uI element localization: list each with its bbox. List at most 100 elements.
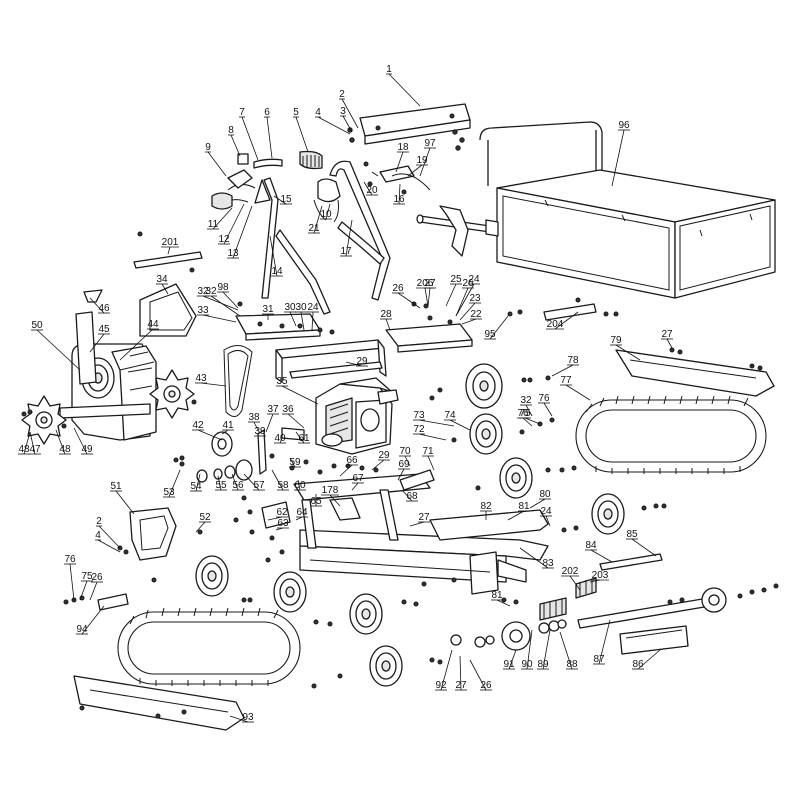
callout-number: 178 [322,485,339,496]
callout-leader [551,364,574,377]
callout-number: 52 [199,512,211,523]
callout-number: 39 [254,426,266,437]
callout-leader [221,429,229,435]
callout-leader [289,457,296,468]
callout-number: 87 [593,654,605,665]
callout-71: 71 [422,446,435,471]
callout-52: 52 [195,512,211,533]
callout-leader [598,619,611,665]
callout-90: 90 [521,629,533,670]
callout-number: 76 [538,393,550,404]
callout-number: 46 [98,303,110,314]
callout-number: 36 [282,404,294,415]
callout-leader [508,649,517,670]
callout-number: 94 [76,624,88,635]
callout-number: 30 [295,302,307,313]
callout-number: 12 [218,234,230,245]
callout-number: 83 [542,558,554,569]
callout-leader [222,291,239,309]
callout-number: 7 [239,107,245,118]
callout-number: 81 [518,501,530,512]
callout-number: 17 [340,246,352,257]
callout-number: 79 [610,335,622,346]
callout-9: 9 [205,142,227,177]
callout-37: 37 [265,404,279,433]
callout-leader [313,205,323,234]
callout-66: 66 [339,455,358,477]
callout-leader [229,715,249,723]
callout-1: 1 [386,64,421,107]
callout-number: 73 [413,410,425,421]
callout-number: 27 [424,278,436,289]
callout-number: 1 [386,64,392,75]
callout-leader [542,629,551,670]
callout-38: 38 [248,412,260,431]
callout-26: 26 [455,278,474,317]
gearbox-assembly [59,289,157,441]
callout-leader [524,417,541,425]
callout-57: 57 [243,473,265,491]
callout-17: 17 [340,219,353,257]
callout-leader [385,318,391,331]
callout-70: 70 [399,446,411,467]
callout-leader [489,315,509,340]
callout-leader [590,549,613,563]
callout-leader [529,498,546,509]
main-chassis [293,469,549,595]
callout-number: 90 [521,659,533,670]
callout-number: 24 [540,506,552,517]
callout-72: 72 [413,424,447,441]
v-belt [223,345,253,417]
callout-number: 66 [346,455,358,466]
callout-leader [427,455,435,471]
callout-number: 10 [320,209,332,220]
callout-leader [424,287,429,307]
callout-95: 95 [484,315,509,340]
callout-46: 46 [89,297,110,314]
callout-number: 55 [215,480,227,491]
axle-with-bracket [416,205,499,257]
callout-leader [351,482,359,491]
callout-number: 38 [248,412,260,423]
callout-leader [210,295,241,317]
callout-leader [223,203,245,245]
callout-62: 62 [267,507,288,521]
callout-84: 84 [585,540,613,563]
callout-leader [168,469,181,498]
callout-leader [243,473,260,491]
callout-leader [197,429,223,441]
callout-26: 26 [392,283,421,309]
callout-leader [526,629,533,670]
callout-number: 26 [91,572,103,583]
callout-32: 32 [205,286,241,317]
callout-27: 27 [455,655,467,691]
callout-leader [73,427,88,455]
callout-88: 88 [559,631,578,670]
callout-16: 16 [393,183,405,205]
callout-number: 35 [276,376,288,387]
callout-leader [339,464,353,477]
callout-leader [363,181,373,196]
callout-87: 87 [593,619,611,665]
callout-leader [295,116,309,153]
callout-leader [195,521,206,533]
callout-number: 97 [424,138,436,149]
callout-number: 48 [59,444,71,455]
callout-leader [449,419,471,431]
callout-4: 4 [95,530,121,553]
handle-frame [211,150,391,315]
callout-91: 91 [503,649,517,670]
callout-leader [55,429,66,455]
callout-58: 58 [271,469,289,491]
callout-leader [559,631,573,670]
callout-number: 44 [147,319,159,330]
callout-75: 75 [79,571,93,601]
callout-leader [167,246,171,255]
callout-80: 80 [529,489,551,509]
callout-number: 53 [163,487,175,498]
callout-206: 206 [416,278,434,307]
belt-cover [139,283,197,337]
callout-53: 53 [163,469,181,498]
callout-number: 18 [397,142,409,153]
callout-8: 8 [228,125,241,157]
